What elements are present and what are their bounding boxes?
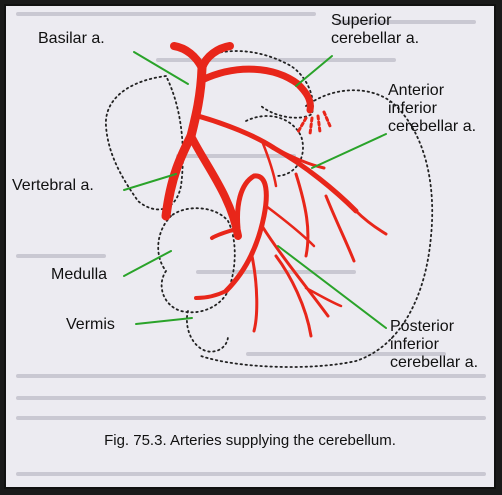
label-posterior-inferior-cerebellar-artery: Posterior inferior cerebellar a. xyxy=(390,318,478,372)
label-anterior-inferior-cerebellar-artery: Anterior inferior cerebellar a. xyxy=(388,82,476,136)
superior-cerebellar-twigs xyxy=(298,112,330,134)
leader-medulla xyxy=(124,251,171,276)
cerebellum-arteries-diagram xyxy=(6,6,494,487)
pica-branch-3 xyxy=(252,256,257,331)
vermis-outline xyxy=(187,311,228,352)
posterior-cerebral-branches xyxy=(174,46,230,68)
posterior-inferior-cerebellar-artery xyxy=(226,176,266,291)
pica-vermis-branch xyxy=(196,291,226,298)
label-vermis: Vermis xyxy=(66,316,115,334)
leader-superior xyxy=(296,56,332,86)
label-vertebral-artery: Vertebral a. xyxy=(12,177,94,195)
leader-vermis xyxy=(136,318,192,324)
aica-branch-2 xyxy=(296,174,308,256)
label-superior-cerebellar-artery: Superior cerebellar a. xyxy=(331,12,419,48)
pica-branch-1 xyxy=(262,226,328,316)
leader-basilar xyxy=(134,52,188,84)
figure-panel: Basilar a. Superior cerebellar a. Anteri… xyxy=(4,4,496,489)
leader-anterior xyxy=(312,134,386,168)
label-basilar-artery: Basilar a. xyxy=(38,30,105,48)
aica-branch-4 xyxy=(356,211,386,234)
superior-cerebellar-artery xyxy=(202,69,310,110)
label-medulla: Medulla xyxy=(51,266,107,284)
right-vertebral-artery xyxy=(191,136,238,236)
figure-caption: Fig. 75.3. Arteries supplying the cerebe… xyxy=(6,432,494,449)
